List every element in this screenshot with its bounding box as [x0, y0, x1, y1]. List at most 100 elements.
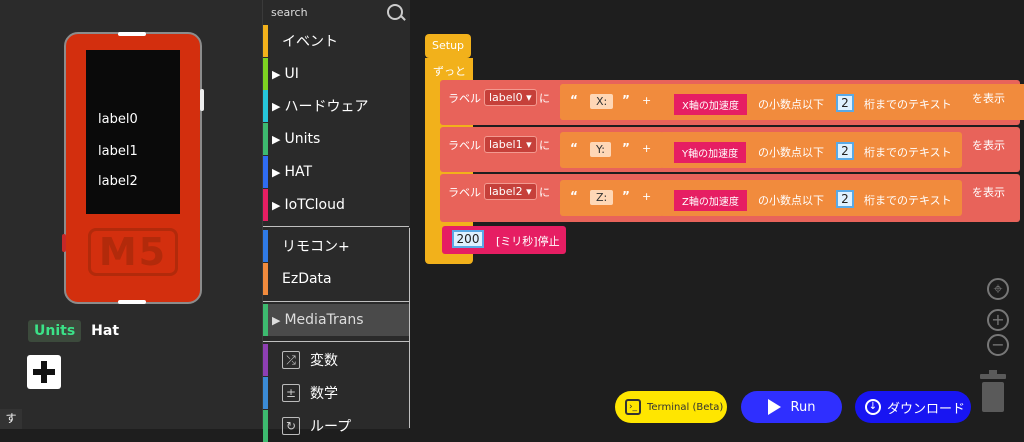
setup-block[interactable]: Setup: [425, 34, 471, 58]
show-text: を表示: [972, 186, 1005, 199]
search-icon[interactable]: [387, 4, 403, 20]
tab-hat[interactable]: Hat: [91, 323, 120, 339]
screen-label-1[interactable]: label1: [98, 144, 138, 159]
decimal-text-block[interactable]: Z軸の加速度 の小数点以下 2 桁までのテキスト: [660, 180, 962, 216]
category-iotcloud[interactable]: ▶ IoTCloud: [263, 189, 409, 221]
suffix-text: 桁までのテキスト: [864, 146, 952, 159]
category-label: ハードウェア: [284, 99, 369, 115]
category-color-bar: [263, 25, 268, 57]
play-icon: [767, 399, 781, 415]
device-top-indicator: [118, 32, 146, 36]
decimal-places-input[interactable]: 2: [836, 94, 854, 112]
category-color-bar: [263, 410, 268, 442]
category-color-bar: [263, 230, 268, 262]
accel-x-block[interactable]: X軸の加速度: [674, 94, 747, 115]
decimal-text: の小数点以下: [758, 98, 824, 111]
device-screen: label0 label1 label2: [86, 50, 180, 214]
ni-text: に: [539, 186, 550, 199]
category-color-bar: [263, 189, 268, 221]
string-value[interactable]: Y:: [590, 142, 611, 157]
category-label: リモコン+: [282, 239, 350, 255]
category-units[interactable]: ▶ Units: [263, 123, 409, 155]
category-hat[interactable]: ▶ HAT: [263, 156, 409, 188]
zoom-out-icon[interactable]: −: [987, 334, 1009, 356]
accel-z-block[interactable]: Z軸の加速度: [674, 190, 747, 211]
trash-icon[interactable]: [980, 370, 1006, 414]
device-panel: label0 label1 label2 M5 Units Hat す: [0, 0, 262, 429]
tab-units[interactable]: Units: [28, 320, 82, 342]
download-button[interactable]: ↓ ダウンロード: [855, 391, 971, 423]
category-label: 変数: [310, 353, 338, 369]
setup-label: Setup: [432, 39, 465, 52]
wait-block[interactable]: 200 [ミリ秒]停止: [442, 226, 566, 254]
category-mediatrans[interactable]: ▶ MediaTrans: [263, 304, 409, 336]
accel-y-block[interactable]: Y軸の加速度: [674, 142, 747, 163]
string-block-x[interactable]: “ X: ”: [560, 84, 664, 120]
category-ezdata[interactable]: EzData: [263, 263, 409, 295]
zoom-in-icon[interactable]: +: [987, 309, 1009, 331]
category-label: 数学: [310, 386, 338, 402]
label-prefix: ラベル: [448, 92, 481, 105]
terminal-button[interactable]: ›_ Terminal (Beta): [615, 391, 727, 423]
trash-handle: [989, 370, 997, 374]
label-dropdown[interactable]: label1 ▾: [484, 136, 537, 153]
m5-device-preview: label0 label1 label2 M5: [62, 32, 204, 304]
category-color-bar: [263, 156, 268, 188]
screen-label-2[interactable]: label2: [98, 174, 138, 189]
string-value[interactable]: X:: [590, 94, 614, 109]
toolbox-search[interactable]: search: [263, 0, 411, 24]
toolbox-divider: [263, 226, 409, 227]
terminal-icon: ›_: [625, 399, 641, 415]
run-button[interactable]: Run: [741, 391, 842, 423]
wait-text: [ミリ秒]停止: [496, 235, 560, 248]
trash-body: [982, 382, 1004, 412]
trash-lid: [980, 374, 1006, 379]
label-dropdown-value: label2: [489, 185, 523, 198]
category-math[interactable]: ± 数学: [263, 377, 409, 409]
expand-arrow-icon: ▶: [272, 198, 281, 212]
add-unit-button[interactable]: [27, 355, 61, 389]
string-value[interactable]: Z:: [590, 190, 614, 205]
device-side-button: [200, 89, 204, 111]
category-variables[interactable]: ⤮ 変数: [263, 344, 409, 376]
quote-open: “: [570, 93, 578, 107]
category-label: EzData: [282, 271, 332, 287]
string-block-y[interactable]: “ Y: ”: [560, 132, 664, 168]
device-bottom-indicator: [118, 300, 146, 304]
crosshair-icon[interactable]: ⌖: [987, 278, 1009, 300]
terminal-label: Terminal (Beta): [647, 401, 724, 413]
decimal-places-input[interactable]: 2: [836, 142, 854, 160]
decimal-places-input[interactable]: 2: [836, 190, 854, 208]
quote-close: ”: [622, 189, 630, 203]
toolbox-divider: [263, 301, 409, 302]
category-hardware[interactable]: ▶ ハードウェア: [263, 90, 409, 122]
category-label: ループ: [310, 419, 352, 435]
decimal-text-block[interactable]: Y軸の加速度 の小数点以下 2 桁までのテキスト: [660, 132, 962, 168]
label-dropdown[interactable]: label0 ▾: [484, 89, 537, 106]
download-label: ダウンロード: [887, 401, 966, 417]
quote-close: ”: [622, 141, 630, 155]
screen-label-0[interactable]: label0: [98, 112, 138, 127]
download-icon: ↓: [865, 399, 881, 415]
category-ui[interactable]: ▶ UI: [263, 58, 409, 90]
search-input[interactable]: search: [271, 6, 308, 19]
run-label: Run: [790, 399, 816, 415]
string-block-z[interactable]: “ Z: ”: [560, 180, 664, 216]
wait-ms-input[interactable]: 200: [452, 230, 484, 248]
decimal-text-block[interactable]: X軸の加速度 の小数点以下 2 桁までのテキスト: [660, 84, 962, 120]
quote-open: “: [570, 141, 578, 155]
category-loops[interactable]: ↻ ループ: [263, 410, 409, 442]
expand-arrow-icon: ▶: [272, 165, 281, 179]
show-text: を表示: [972, 139, 1005, 152]
m5-logo: M5: [88, 228, 178, 276]
expand-arrow-icon: ▶: [272, 67, 281, 81]
category-remote-plus[interactable]: リモコン+: [263, 230, 409, 262]
tooltip-fragment: す: [0, 409, 22, 429]
label-dropdown-value: label0: [489, 91, 523, 104]
category-label: イベント: [282, 34, 338, 50]
label-dropdown-value: label1: [489, 138, 523, 151]
category-color-bar: [263, 344, 268, 376]
label-dropdown[interactable]: label2 ▾: [484, 183, 537, 200]
category-events[interactable]: イベント: [263, 25, 409, 57]
label-prefix: ラベル: [448, 186, 481, 199]
